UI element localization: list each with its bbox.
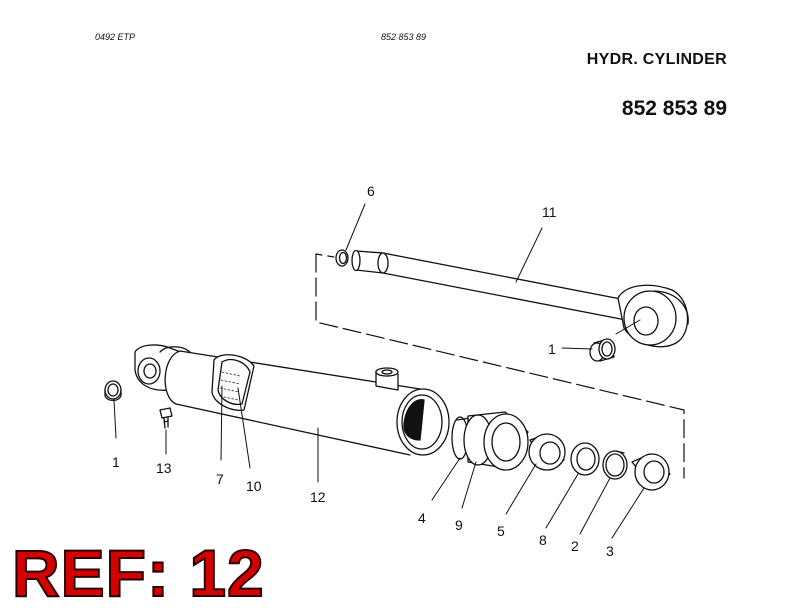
callout-2: 2	[571, 538, 579, 554]
part-1-bushing-rod	[589, 338, 616, 362]
part-6-oring	[335, 249, 349, 267]
callout-4: 4	[418, 510, 426, 526]
callout-1-top: 1	[548, 341, 556, 357]
diagram-part-number: 852 853 89	[621, 97, 727, 120]
callout-5: 5	[497, 523, 505, 539]
callout-12: 12	[310, 489, 326, 505]
part-9-piston	[463, 411, 529, 471]
part-11-piston-rod	[351, 249, 689, 348]
header-part-number-small: 852 853 89	[381, 32, 427, 42]
part-12-cylinder-tube	[134, 344, 450, 456]
leader-lines	[113, 203, 645, 539]
assembly-dashed-boundary	[315, 253, 685, 479]
part-3-end-cap	[631, 453, 671, 491]
callout-6: 6	[367, 183, 375, 199]
part-8-ring	[570, 442, 600, 476]
callout-9: 9	[455, 517, 463, 533]
callout-1-left: 1	[112, 454, 120, 470]
part-5-wear-ring	[528, 433, 566, 471]
ref-banner: REF: 12	[11, 536, 265, 610]
callout-13: 13	[156, 460, 172, 476]
header-ref-code: 0492 ETP	[95, 32, 136, 42]
part-13-grease-nipple	[159, 407, 173, 429]
diagram-title: HYDR. CYLINDER	[586, 51, 727, 68]
callout-3: 3	[606, 543, 614, 559]
callout-10: 10	[246, 478, 262, 494]
part-2-retaining-ring	[602, 450, 628, 480]
callout-8: 8	[539, 532, 547, 548]
part-1-bushing-tube	[104, 380, 122, 402]
callout-7: 7	[216, 471, 224, 487]
callout-11: 11	[542, 204, 557, 220]
